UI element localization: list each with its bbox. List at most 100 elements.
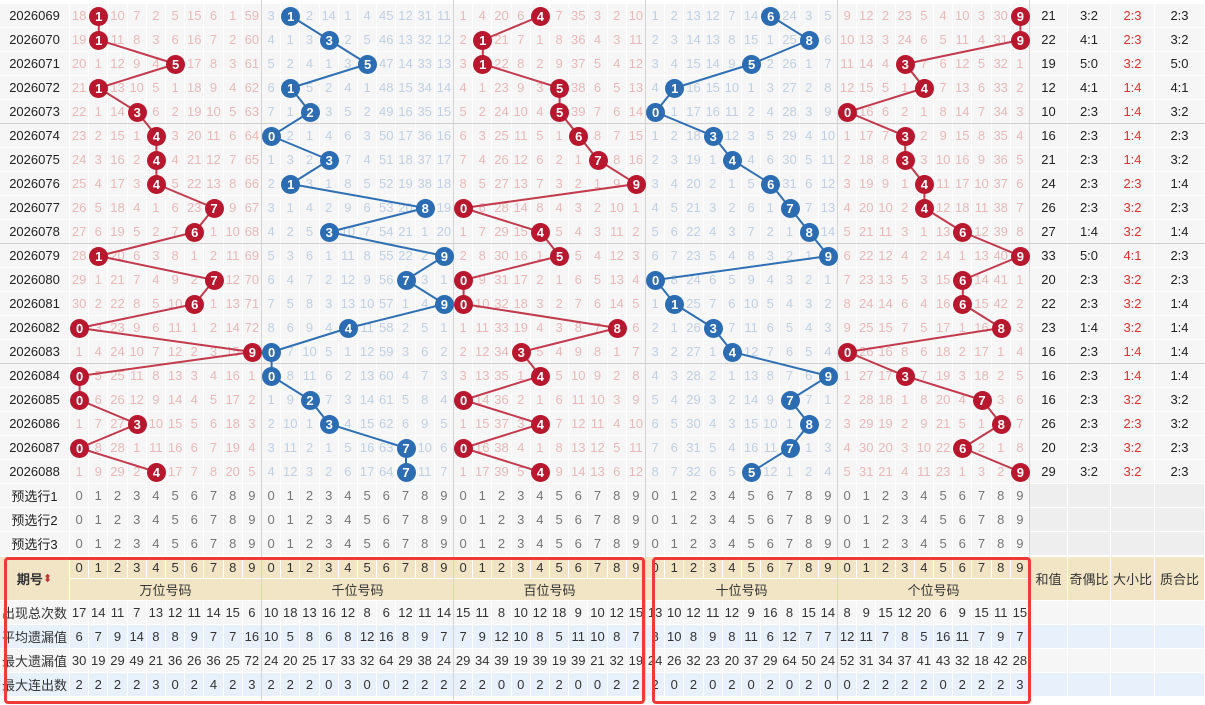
miss-cell: 21 [108, 268, 128, 292]
winning-digit-ball: 3 [319, 414, 339, 434]
miss-cell: 9 [511, 76, 531, 100]
miss-cell: 4 [358, 148, 378, 172]
miss-cell: 11 [127, 364, 147, 388]
miss-cell: 11 [108, 28, 128, 52]
miss-cell: 10 [626, 412, 646, 436]
miss-cell: 2 [646, 28, 666, 52]
winning-digit-ball: 0 [262, 342, 282, 362]
miss-cell: 17 [358, 460, 378, 484]
miss-cell: 6 [166, 196, 186, 220]
winning-digit-ball: 3 [511, 342, 531, 362]
winning-digit-ball: 4 [530, 414, 550, 434]
miss-cell: 1 [550, 268, 570, 292]
miss-cell: 9 [550, 460, 570, 484]
winning-digit-ball: 3 [895, 54, 915, 74]
miss-cell: 37 [415, 148, 435, 172]
miss-cell: 4 [300, 196, 320, 220]
winning-digit-ball: 0 [70, 366, 90, 386]
miss-cell: 2 [319, 268, 339, 292]
miss-cell: 1 [703, 148, 723, 172]
period-cell: 2026086 [0, 412, 70, 436]
miss-cell: 15 [473, 412, 493, 436]
miss-cell: 5 [262, 52, 282, 76]
winning-digit-ball: 3 [127, 102, 147, 122]
miss-cell: 1 [454, 460, 474, 484]
winning-digit-ball: 5 [166, 54, 186, 74]
miss-cell: 1 [89, 268, 109, 292]
trend-line-segment [290, 183, 426, 209]
miss-cell: 2 [204, 244, 224, 268]
miss-cell: 21 [70, 76, 90, 100]
miss-cell: 6 [204, 412, 224, 436]
miss-cell: 3 [262, 4, 282, 28]
miss-cell: 8 [146, 364, 166, 388]
miss-cell: 17 [473, 460, 493, 484]
miss-cell: 33 [415, 52, 435, 76]
miss-cell: 9 [588, 364, 608, 388]
winning-digit-ball: 7 [204, 270, 224, 290]
miss-cell: 5 [588, 268, 608, 292]
period-cell: 2026072 [0, 76, 70, 100]
miss-cell: 2 [127, 148, 147, 172]
winning-digit-ball: 8 [607, 318, 627, 338]
winning-digit-ball: 4 [146, 462, 166, 482]
miss-cell: 2 [204, 316, 224, 340]
miss-cell: 24 [780, 4, 800, 28]
miss-cell: 3 [146, 28, 166, 52]
miss-cell: 2 [550, 148, 570, 172]
miss-cell: 1 [530, 28, 550, 52]
trend-line-segment [463, 183, 637, 209]
miss-cell: 17 [223, 388, 243, 412]
miss-cell: 30 [70, 292, 90, 316]
miss-cell: 1 [799, 52, 819, 76]
miss-cell: 4 [358, 4, 378, 28]
miss-cell: 15 [396, 76, 416, 100]
winning-digit-ball: 1 [89, 78, 109, 98]
miss-cell: 3 [338, 52, 358, 76]
miss-cell: 10 [722, 76, 742, 100]
miss-cell: 14 [607, 292, 627, 316]
miss-cell: 7 [185, 460, 205, 484]
winning-digit-ball: 3 [703, 318, 723, 338]
miss-cell: 17 [511, 268, 531, 292]
miss-cell: 12 [818, 172, 838, 196]
miss-cell: 11 [626, 28, 646, 52]
miss-cell: 13 [473, 364, 493, 388]
miss-cell: 1 [89, 52, 109, 76]
miss-cell: 67 [242, 196, 262, 220]
miss-cell: 4 [511, 436, 531, 460]
miss-cell: 4 [127, 196, 147, 220]
miss-cell: 4 [262, 460, 282, 484]
trend-line-segment [847, 87, 925, 113]
miss-cell: 14 [511, 196, 531, 220]
period-cell: 2026088 [0, 460, 70, 484]
miss-cell: 28 [108, 436, 128, 460]
winning-digit-ball: 4 [146, 150, 166, 170]
miss-cell: 5 [569, 244, 589, 268]
winning-digit-ball: 9 [818, 246, 838, 266]
miss-cell: 13 [703, 28, 723, 52]
miss-cell: 56 [377, 268, 397, 292]
miss-cell: 7 [722, 4, 742, 28]
miss-cell: 2 [262, 412, 282, 436]
miss-cell: 3 [511, 412, 531, 436]
miss-cell: 23 [70, 124, 90, 148]
miss-cell: 4 [204, 364, 224, 388]
miss-cell: 5 [799, 148, 819, 172]
miss-cell: 2 [146, 4, 166, 28]
miss-cell: 2 [646, 148, 666, 172]
winning-digit-ball: 9 [242, 342, 262, 362]
miss-cell: 3 [703, 196, 723, 220]
miss-cell: 22 [108, 292, 128, 316]
miss-cell: 1 [262, 148, 282, 172]
miss-cell: 25 [492, 124, 512, 148]
miss-cell: 29 [780, 124, 800, 148]
miss-cell: 14 [703, 52, 723, 76]
winning-digit-ball: 4 [722, 150, 742, 170]
winning-digit-ball: 9 [1010, 6, 1030, 26]
miss-cell: 6 [454, 124, 474, 148]
miss-cell: 29 [70, 268, 90, 292]
miss-cell: 4 [473, 4, 493, 28]
miss-cell: 10 [127, 76, 147, 100]
miss-cell: 72 [242, 316, 262, 340]
